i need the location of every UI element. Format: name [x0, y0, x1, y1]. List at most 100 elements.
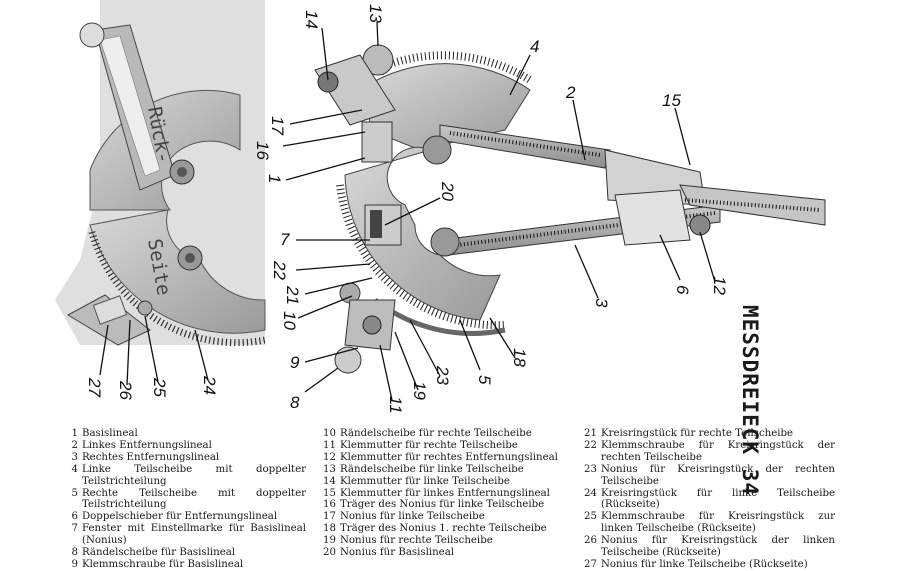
callout-23: 23	[433, 365, 452, 385]
instrument-drawing: Rück- Seite	[55, 0, 826, 414]
legend-text: Nonius für rechte Teilscheibe	[340, 535, 493, 547]
legend-text: Kreisringstück für linke Teilscheibe (Rü…	[601, 487, 835, 511]
legend-text: Klemmutter für linkes Entfernungslineal	[340, 487, 550, 499]
callout-20: 20	[438, 181, 457, 201]
callout-21: 21	[283, 285, 302, 305]
callout-8: 8	[290, 393, 300, 412]
callout-27: 27	[85, 377, 104, 397]
callout-24: 24	[200, 375, 219, 395]
legend-number: 20	[323, 547, 336, 559]
legend-item: 8 Rändelscheibe für Basislineal	[64, 547, 306, 559]
legend-number: 2	[71, 439, 78, 451]
legend-text: Klemmutter für rechtes Entfernungslineal	[340, 451, 558, 463]
legend-text: Rändelscheibe für rechte Teilscheibe	[340, 428, 532, 439]
legend-text: Klemmutter für rechte Teilscheibe	[340, 439, 518, 451]
legend-item: 16 Träger des Nonius für linke Teilscheib…	[322, 499, 570, 511]
legend-text: Rändelscheibe für Basislineal	[82, 547, 236, 559]
legend-text: Träger des Nonius 1. rechte Teilscheibe	[340, 523, 547, 535]
legend-number: 23	[584, 463, 597, 475]
legend-number: 26	[584, 535, 597, 547]
callout-4: 4	[530, 37, 539, 56]
callout-7: 7	[280, 230, 290, 249]
legend-number: 19	[323, 535, 336, 547]
legend-number: 24	[584, 487, 597, 499]
legend-number: 9	[71, 558, 78, 570]
legend-item: 1 Basislineal	[64, 428, 306, 440]
callout-25: 25	[150, 377, 169, 397]
legend-text: Linkes Entfernungslineal	[82, 439, 212, 451]
legend-number: 1	[71, 428, 78, 439]
legend-number: 14	[323, 475, 336, 487]
legend-text: Klemmutter für linke Teilscheibe	[340, 475, 510, 487]
legend-text: Rechte Teilscheibe mit doppelter Teilstr…	[82, 487, 306, 511]
legend-number: 6	[71, 511, 78, 523]
legend-item: 26 Nonius für Kreisringstück der linken T…	[583, 535, 835, 559]
legend-number: 7	[71, 523, 78, 535]
back-side-view: Rück- Seite	[55, 0, 266, 347]
legend-text: Nonius für Kreisringstück der linken Tei…	[601, 535, 835, 559]
legend-item: 12 Klemmutter für rechtes Entfernungsline…	[322, 452, 570, 464]
legend-number: 18	[323, 523, 336, 535]
callout-18: 18	[510, 348, 529, 367]
legend-number: 15	[323, 487, 336, 499]
callout-6: 6	[673, 285, 692, 295]
legend-number: 4	[71, 463, 78, 475]
callout-13: 13	[366, 4, 385, 23]
legend-number: 16	[323, 499, 336, 511]
callout-26: 26	[116, 380, 135, 400]
legend-item: 18 Träger des Nonius 1. rechte Teilscheib…	[322, 523, 570, 535]
legend-text: Doppelschieber für Entfernungslineal	[82, 511, 278, 523]
callout-15: 15	[662, 91, 681, 110]
legend-text: Klemmschraube für Kreisringstück der rec…	[601, 439, 835, 463]
legend-number: 5	[71, 487, 78, 499]
legend-text: Nonius für linke Teilscheibe (Rückseite)	[601, 558, 808, 570]
legend-item: 27 Nonius für linke Teilscheibe (Rückseit…	[583, 559, 835, 571]
legend-item: 6 Doppelschieber für Entfernungslineal	[64, 511, 306, 523]
legend-number: 8	[71, 547, 78, 559]
legend-item: 4 Linke Teilscheibe mit doppelter Teilstr…	[64, 464, 306, 488]
callout-2: 2	[565, 83, 576, 102]
legend-number: 25	[584, 511, 597, 523]
legend-text: Rändelscheibe für linke Teilscheibe	[340, 463, 524, 475]
callout-3: 3	[592, 298, 611, 308]
legend-number: 22	[584, 439, 597, 451]
legend-item: 22 Klemmschraube für Kreisringstück der r…	[583, 440, 835, 464]
callout-16: 16	[253, 141, 272, 160]
legend-text: Linke Teilscheibe mit doppelter Teilstri…	[82, 463, 306, 487]
instrument-diagram: Rück- Seite	[55, 0, 826, 496]
callout-11: 11	[386, 396, 405, 414]
legend-text: Nonius für Basislineal	[340, 547, 455, 559]
legend-item: 5 Rechte Teilscheibe mit doppelter Teilst…	[64, 488, 306, 512]
legend-number: 12	[323, 451, 336, 463]
legend-text: Träger des Nonius für linke Teilscheibe	[340, 499, 545, 511]
callout-9: 9	[290, 353, 300, 372]
callout-19: 19	[410, 381, 429, 400]
callout-5: 5	[475, 375, 494, 385]
legend-number: 17	[323, 511, 336, 523]
callout-14: 14	[302, 10, 321, 29]
front-view	[314, 44, 826, 374]
legend-item: 24 Kreisringstück für linke Teilscheibe (…	[583, 488, 835, 512]
legend-item: 21 Kreisringstück für rechte Teilscheibe	[583, 428, 835, 440]
legend-item: 2 Linkes Entfernungslineal	[64, 440, 306, 452]
legend-text: Basislineal	[82, 428, 138, 439]
legend-number: 27	[584, 558, 597, 570]
legend-text: Kreisringstück für rechte Teilscheibe	[601, 428, 794, 439]
legend-number: 21	[584, 428, 597, 439]
callout-1: 1	[265, 174, 284, 183]
legend-number: 3	[71, 451, 78, 463]
callout-22: 22	[270, 260, 289, 280]
legend-item: 19 Nonius für rechte Teilscheibe	[322, 535, 570, 547]
